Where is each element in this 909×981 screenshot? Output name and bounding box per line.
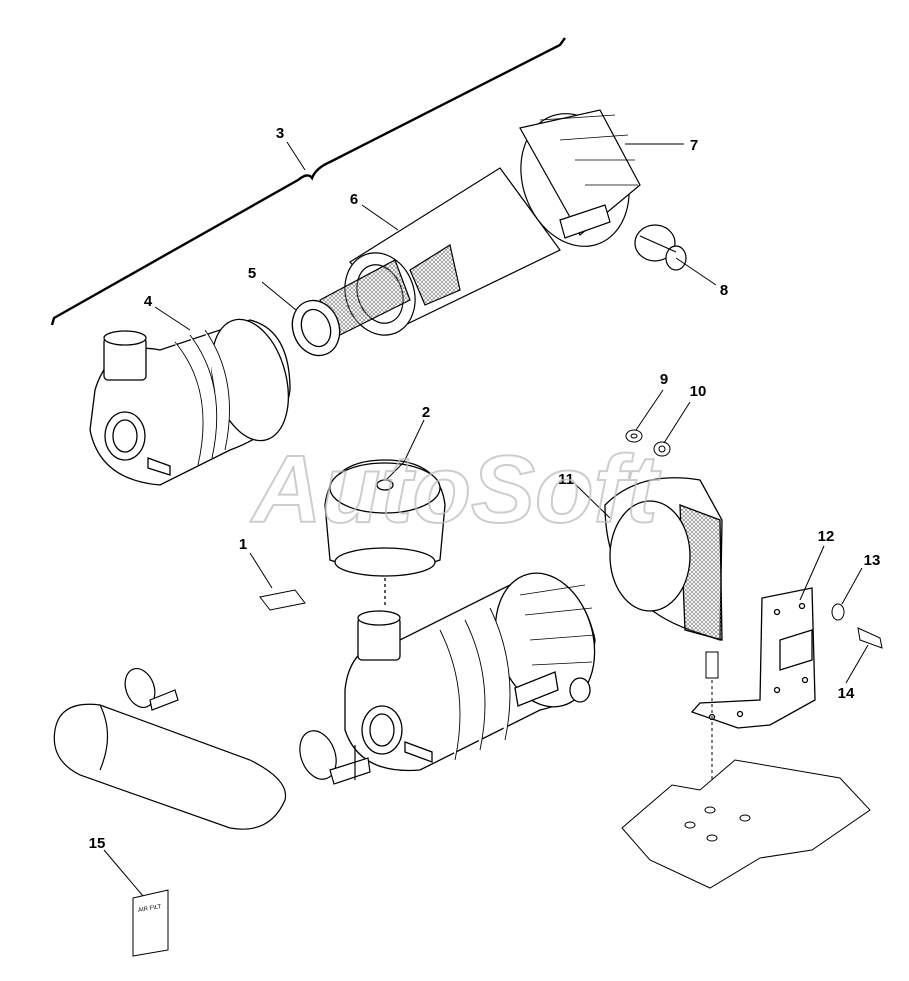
callout-1: 1 — [239, 536, 247, 553]
callout-4: 4 — [144, 293, 153, 310]
callout-3: 3 — [276, 125, 284, 142]
sealing-ring-5 — [291, 299, 341, 357]
label-tag-15: AIR FILT — [132, 889, 169, 957]
callout-13: 13 — [864, 552, 881, 569]
assembly-brace-3 — [50, 37, 566, 326]
callout-labels: 1 2 3 4 5 6 7 8 9 10 11 12 13 14 15 — [89, 125, 881, 852]
hose-clamp-upper — [124, 668, 179, 711]
mounting-surface — [621, 759, 871, 889]
leader-lines — [103, 141, 869, 897]
hose-clamp-lower — [299, 730, 371, 785]
callout-15: 15 — [89, 835, 106, 852]
mounting-band-11 — [604, 477, 723, 641]
bolt-14 — [857, 627, 883, 649]
callout-7: 7 — [690, 137, 698, 154]
mounting-bracket-12 — [690, 587, 816, 729]
callout-10: 10 — [690, 383, 707, 400]
washer-10 — [653, 441, 671, 457]
callout-8: 8 — [720, 282, 728, 299]
callout-14: 14 — [838, 685, 855, 702]
callout-9: 9 — [660, 371, 668, 388]
washer-13 — [831, 603, 845, 621]
cover-2 — [324, 459, 446, 605]
watermark: AutoSoft — [250, 436, 661, 543]
air-cleaner-assembly — [344, 572, 596, 772]
callout-11: 11 — [558, 471, 574, 488]
label-tag-text: AIR FILT — [138, 904, 163, 914]
callout-5: 5 — [248, 265, 256, 282]
air-cleaner-housing-4 — [89, 318, 291, 486]
end-cap-7 — [519, 109, 641, 247]
dust-valve-8 — [634, 224, 687, 271]
nut-9 — [625, 429, 643, 443]
intake-hose — [53, 703, 287, 830]
callout-6: 6 — [350, 191, 358, 208]
inner-cartridge-6 — [319, 167, 561, 336]
callout-2: 2 — [422, 404, 430, 421]
callout-12: 12 — [818, 528, 835, 545]
gasket-1 — [259, 589, 306, 611]
